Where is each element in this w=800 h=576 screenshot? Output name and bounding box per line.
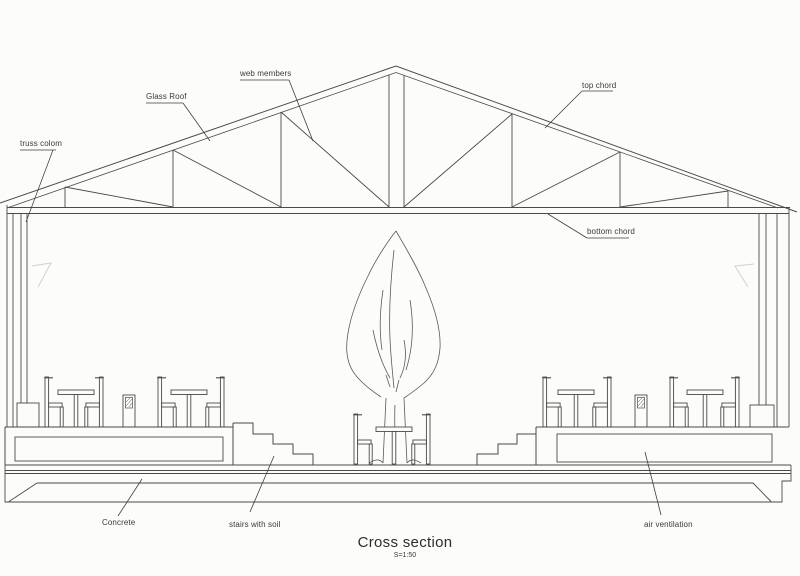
label-top-chord: top chord	[582, 81, 617, 90]
right-platform	[535, 426, 789, 465]
label-air-ventilation: air ventilation	[644, 520, 693, 529]
right-stairs	[476, 427, 537, 465]
label-glass-roof: Glass Roof	[146, 92, 187, 101]
label-truss-column: truss colom	[20, 139, 62, 148]
left-platform-furniture	[43, 376, 226, 428]
tree	[346, 230, 441, 464]
drawing-title: Cross section	[357, 534, 453, 551]
left-platform	[4, 423, 234, 465]
left-wall-column	[6, 205, 40, 428]
left-stairs	[233, 422, 314, 465]
leader-lines	[20, 79, 662, 517]
glass-roof-lines	[0, 65, 798, 213]
label-bottom-chord: bottom chord	[587, 227, 635, 236]
label-web-members: web members	[240, 69, 292, 78]
truss-web-members	[64, 75, 729, 208]
right-platform-furniture	[541, 376, 741, 428]
drawing-scale: S=1:50	[393, 552, 417, 559]
label-concrete: Concrete	[102, 518, 136, 527]
label-stairs-with-soil: stairs with soil	[229, 520, 281, 529]
right-wall-column	[749, 208, 790, 428]
concrete-floor-slab	[4, 464, 792, 503]
bottom-chord-lines	[7, 207, 790, 214]
pencil-marks	[31, 262, 755, 288]
tree-table-set	[352, 413, 432, 465]
